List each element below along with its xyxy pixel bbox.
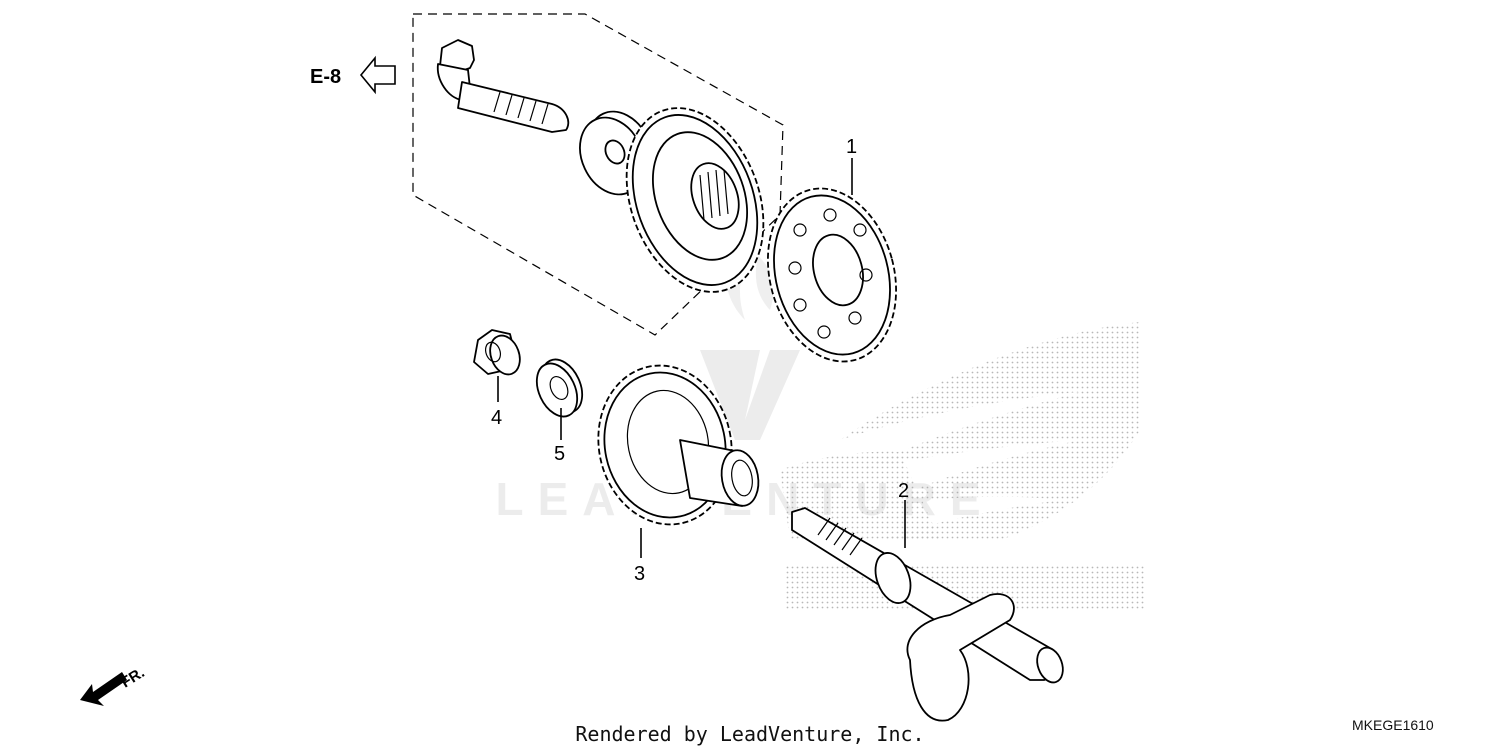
part-2-balancer-shaft <box>791 507 1064 722</box>
reference-arrow-group[interactable]: E-8 <box>310 55 396 95</box>
front-direction-group: FR. <box>80 664 148 706</box>
callout-3: 3 <box>634 563 645 585</box>
callout-1: 1 <box>846 136 857 158</box>
callout-5: 5 <box>554 443 565 465</box>
reference-label: E-8 <box>310 66 341 88</box>
callout-4: 4 <box>491 407 502 429</box>
rendered-by-credit: Rendered by LeadVenture, Inc. <box>575 722 924 746</box>
part-1-gear <box>767 187 897 363</box>
flange-bolt <box>436 39 570 133</box>
front-label: FR. <box>118 664 148 691</box>
part-5-washer <box>535 358 584 418</box>
honda-wing-watermark <box>780 322 1146 611</box>
assembly-dashed-outline <box>412 13 784 336</box>
callout-2: 2 <box>898 480 909 502</box>
part-4-nut <box>473 329 521 376</box>
idle-gear-assembly <box>625 107 765 293</box>
left-outline-arrow-icon <box>359 55 396 95</box>
front-direction-arrow-icon <box>80 672 127 706</box>
part-3-gear <box>597 364 760 526</box>
diagram-code: MKEGE1610 <box>1352 717 1434 733</box>
